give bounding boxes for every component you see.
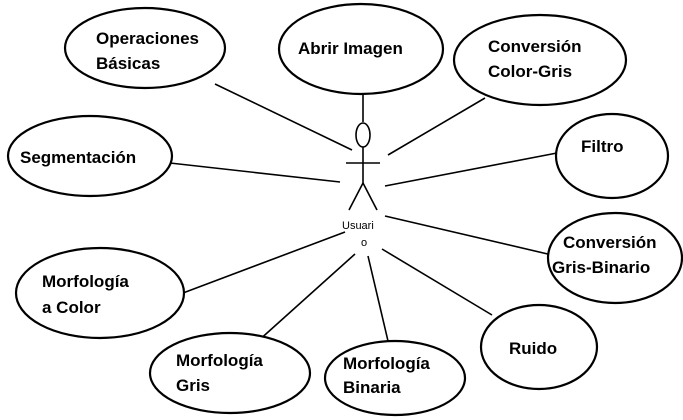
assoc-conversion-color-gris xyxy=(387,97,486,156)
use-case-morfologia-binaria: Morfología Binaria xyxy=(323,339,467,417)
assoc-conversion-gris-binario xyxy=(384,215,553,256)
use-case-label: Gris xyxy=(176,376,210,395)
use-case-filtro: Filtro xyxy=(554,112,670,200)
assoc-ruido xyxy=(381,248,493,316)
use-case-ellipse xyxy=(479,303,599,391)
use-case-ellipse xyxy=(6,114,174,198)
use-case-ellipse xyxy=(148,331,312,415)
use-case-ellipse xyxy=(554,112,670,200)
assoc-filtro xyxy=(384,152,558,187)
assoc-operaciones-basicas xyxy=(214,83,353,151)
actor-head xyxy=(355,122,371,148)
assoc-morfologia-color xyxy=(182,231,346,294)
actor-name-line2: o xyxy=(361,237,367,249)
use-case-label: Abrir Imagen xyxy=(298,39,403,58)
use-case-conversion-color-gris: Conversión Color-Gris xyxy=(452,13,628,107)
use-case-label: Morfología xyxy=(42,272,129,291)
use-case-ellipse xyxy=(277,2,445,96)
use-case-label: Básicas xyxy=(96,54,160,73)
use-case-label: Ruido xyxy=(509,339,557,358)
use-case-label: Segmentación xyxy=(20,148,136,167)
use-case-ellipse xyxy=(546,211,683,305)
use-case-label: a Color xyxy=(42,298,101,317)
use-case-label: Conversión xyxy=(563,233,657,252)
use-case-conversion-gris-binario: Conversión Gris-Binario xyxy=(546,211,683,305)
use-case-morfologia-gris: Morfología Gris xyxy=(148,331,312,415)
use-case-label: Morfología xyxy=(343,354,430,373)
use-case-label: Gris-Binario xyxy=(552,258,650,277)
use-case-ruido: Ruido xyxy=(479,303,599,391)
use-case-operaciones-basicas: Operaciones Básicas xyxy=(63,6,227,90)
assoc-segmentacion xyxy=(169,162,341,183)
assoc-morfologia-gris xyxy=(256,253,356,343)
use-case-ellipse xyxy=(63,6,227,90)
use-case-segmentacion: Segmentación xyxy=(6,114,174,198)
use-case-abrir-imagen: Abrir Imagen xyxy=(277,2,445,96)
use-case-ellipse xyxy=(452,13,628,107)
use-case-morfologia-color: Morfología a Color xyxy=(14,246,186,340)
actor-right-leg xyxy=(362,182,378,211)
use-case-label: Binaria xyxy=(343,378,401,397)
use-case-label: Conversión xyxy=(488,37,582,56)
use-case-label: Filtro xyxy=(581,137,624,156)
actor-stick-figure xyxy=(346,122,380,211)
use-case-label: Color-Gris xyxy=(488,62,572,81)
associations xyxy=(169,83,558,343)
use-case-ellipse xyxy=(14,246,186,340)
use-case-label: Operaciones xyxy=(96,29,199,48)
use-case-ellipse xyxy=(323,339,467,417)
actor-name-line1: Usuari xyxy=(342,220,374,232)
actor-left-leg xyxy=(348,182,364,211)
assoc-morfologia-binaria xyxy=(367,255,389,342)
use-case-label: Morfología xyxy=(176,351,263,370)
